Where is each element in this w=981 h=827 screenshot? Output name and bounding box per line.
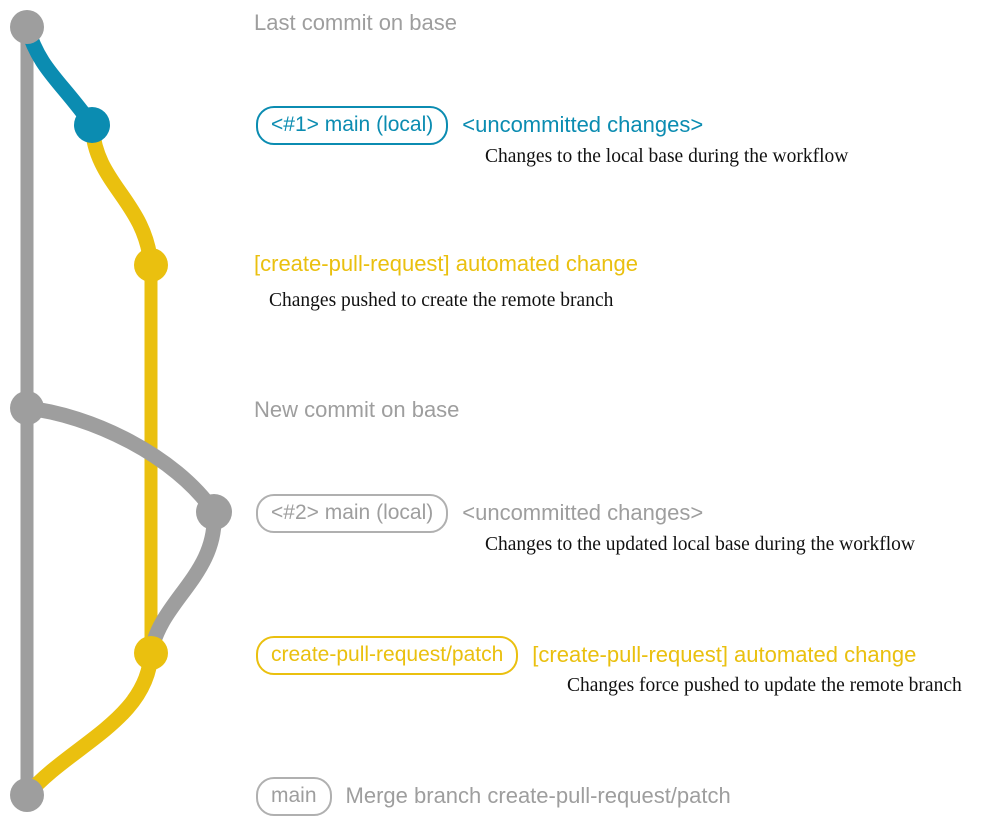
edge-local2-to-remote2	[143, 504, 222, 661]
subline-uncommitted-1: Changes to the local base during the wor…	[485, 146, 849, 167]
edge-base2-to-local2	[19, 400, 222, 520]
headline-uncommitted-2: <uncommitted changes>	[462, 500, 704, 526]
node-remote-patch-1-commit	[134, 248, 168, 282]
subline-uncommitted-2: Changes to the updated local base during…	[485, 534, 915, 555]
badge-main-local-2[interactable]: <#2> main (local)	[256, 494, 449, 533]
headline-last-commit: Last commit on base	[254, 10, 457, 35]
node-local-branch-1-commit	[74, 107, 110, 143]
headline-uncommitted-1: <uncommitted changes>	[462, 112, 704, 138]
edge-remote2-to-merge	[19, 645, 159, 803]
row-last-commit: Last commit on base	[254, 10, 457, 35]
node-base-head-commit	[10, 10, 44, 44]
edge-local1-to-remote1	[84, 117, 159, 273]
badge-create-pull-request-patch[interactable]: create-pull-request/patch	[256, 636, 519, 675]
subline-automated-1: Changes pushed to create the remote bran…	[269, 290, 614, 311]
row-automated-2: create-pull-request/patch [create-pull-r…	[256, 636, 916, 675]
headline-automated-2: [create-pull-request] automated change	[532, 642, 917, 668]
badge-main-local-1[interactable]: <#1> main (local)	[256, 106, 449, 145]
headline-merge: Merge branch create-pull-request/patch	[345, 783, 731, 809]
row-automated-1: [create-pull-request] automated change	[254, 251, 639, 276]
row-new-commit: New commit on base	[254, 397, 460, 422]
node-local-branch-2-commit	[196, 494, 232, 530]
node-base-merge-commit	[10, 778, 44, 812]
subline-automated-2: Changes force pushed to update the remot…	[567, 675, 962, 696]
badge-main[interactable]: main	[256, 777, 332, 816]
row-merge: main Merge branch create-pull-request/pa…	[256, 777, 731, 816]
node-remote-patch-2-commit	[134, 636, 168, 670]
row-uncommitted-2: <#2> main (local) <uncommitted changes>	[256, 494, 703, 533]
row-uncommitted-1: <#1> main (local) <uncommitted changes>	[256, 106, 703, 145]
headline-automated-1: [create-pull-request] automated change	[254, 251, 639, 276]
headline-new-commit: New commit on base	[254, 397, 460, 422]
node-base-new-commit	[10, 391, 44, 425]
graph-nodes	[10, 10, 232, 812]
